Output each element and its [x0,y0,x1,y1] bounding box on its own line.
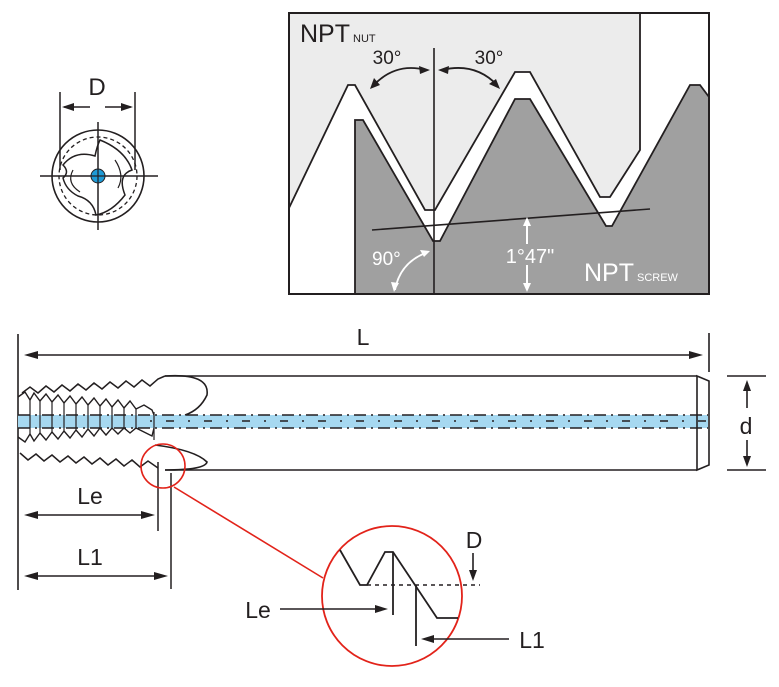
arrow-left-icon [62,103,74,111]
nut-region [289,13,640,210]
taper-angle-label: 1°47" [506,246,554,268]
arrow-left-icon [24,511,38,519]
panel-frame [288,12,710,295]
nut-label-main: NPT [300,20,350,48]
detail-diameter-label: D [466,527,483,553]
arrow-up-icon [523,217,531,226]
arrow-left-icon [421,635,434,643]
screw-region [355,85,709,294]
arrow-left-icon [24,351,38,359]
arrow-icon [420,250,430,257]
upper-thread-crests [21,375,166,394]
lower-flute [154,444,208,471]
flute-profile [61,139,133,216]
end-view: D [40,74,158,230]
detail-circle [321,525,463,667]
detail-leader-line [173,486,324,579]
end-view-d-label: D [88,74,105,101]
arrow-up-icon [743,380,751,391]
shank-chamfer [696,374,710,472]
detail-effective-thread-label: Le [245,597,271,623]
shank-diameter-label: d [740,413,753,439]
flute-inner-curve [114,159,122,189]
arrow-down-icon [469,570,477,581]
arrow-right-icon [375,605,388,613]
side-view: L [17,324,766,590]
arrow-icon [370,78,380,89]
nut-thread-outline [288,13,641,211]
right-angle-label: 30° [475,48,504,69]
thread-tooth-verticals [29,400,155,440]
overall-length-label: L [357,324,370,350]
arrow-right-icon [154,572,168,580]
arrow-right-icon [689,351,703,359]
arrow-left-icon [24,572,38,580]
effective-thread-length-label: Le [77,483,103,509]
arrow-icon [489,79,500,89]
right-angle-90-label: 90° [372,249,401,270]
arrow-icon [419,66,430,74]
flute-inner-curve [70,169,81,193]
nut-label-sub: NUT [353,33,376,45]
arrow-icon [391,282,399,292]
arrow-right-icon [121,103,133,111]
arrow-right-icon [141,511,155,519]
taper-line [371,208,651,231]
detail-thread-length-label: L1 [519,627,545,653]
thread-teeth-top [17,390,155,416]
screw-thread-outline [354,84,710,294]
thread-length-label: L1 [77,544,103,570]
screw-label-main: NPT [584,259,634,287]
detail-view: D Le L1 [173,486,545,667]
arrow-down-icon [743,456,751,467]
left-angle-label: 30° [373,48,402,69]
arrow-icon [438,66,449,74]
upper-flute [164,374,208,416]
lower-thread-crests [19,452,159,469]
arrow-down-icon [523,283,531,292]
thread-teeth-bottom [17,426,155,444]
detail-thread-profile [339,549,458,619]
detail-marker-circle [140,443,186,489]
screw-label-sub: SCREW [637,272,679,284]
